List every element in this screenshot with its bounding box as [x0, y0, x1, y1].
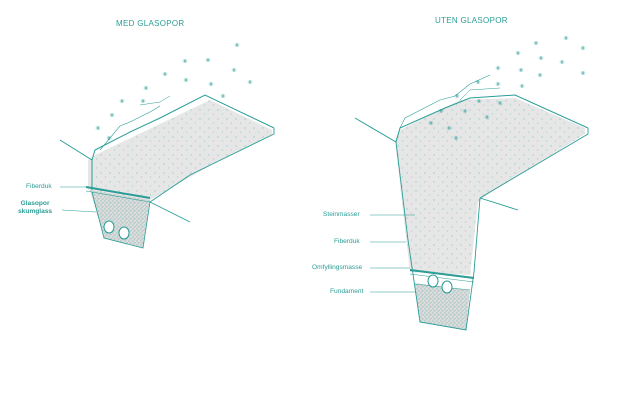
label-omfyllingsmasse: Omfyllingsmasse — [312, 264, 363, 271]
fiberduk-line-left — [85, 186, 151, 199]
pipe-left-1 — [103, 220, 115, 234]
label-steinmasser: Steinmasser — [323, 211, 360, 218]
diagram-left — [59, 94, 275, 249]
label-fiberduk-left: Fiberduk — [26, 183, 52, 190]
fiberduk-line-right — [409, 269, 475, 279]
pipe-right-2 — [441, 280, 453, 294]
pipe-left-2 — [118, 226, 130, 240]
title-right: UTEN GLASOPOR — [435, 16, 508, 25]
label-glasopor: Glasopor skumglass — [18, 200, 53, 215]
title-left: MED GLASOPOR — [116, 19, 185, 28]
label-fundament: Fundament — [330, 288, 364, 295]
label-fiberduk-right: Fiberduk — [334, 238, 360, 245]
glasopor-trench — [90, 190, 150, 248]
diagram-right — [354, 74, 589, 331]
pipe-right-1 — [427, 274, 439, 288]
fundament-layer — [414, 283, 470, 330]
